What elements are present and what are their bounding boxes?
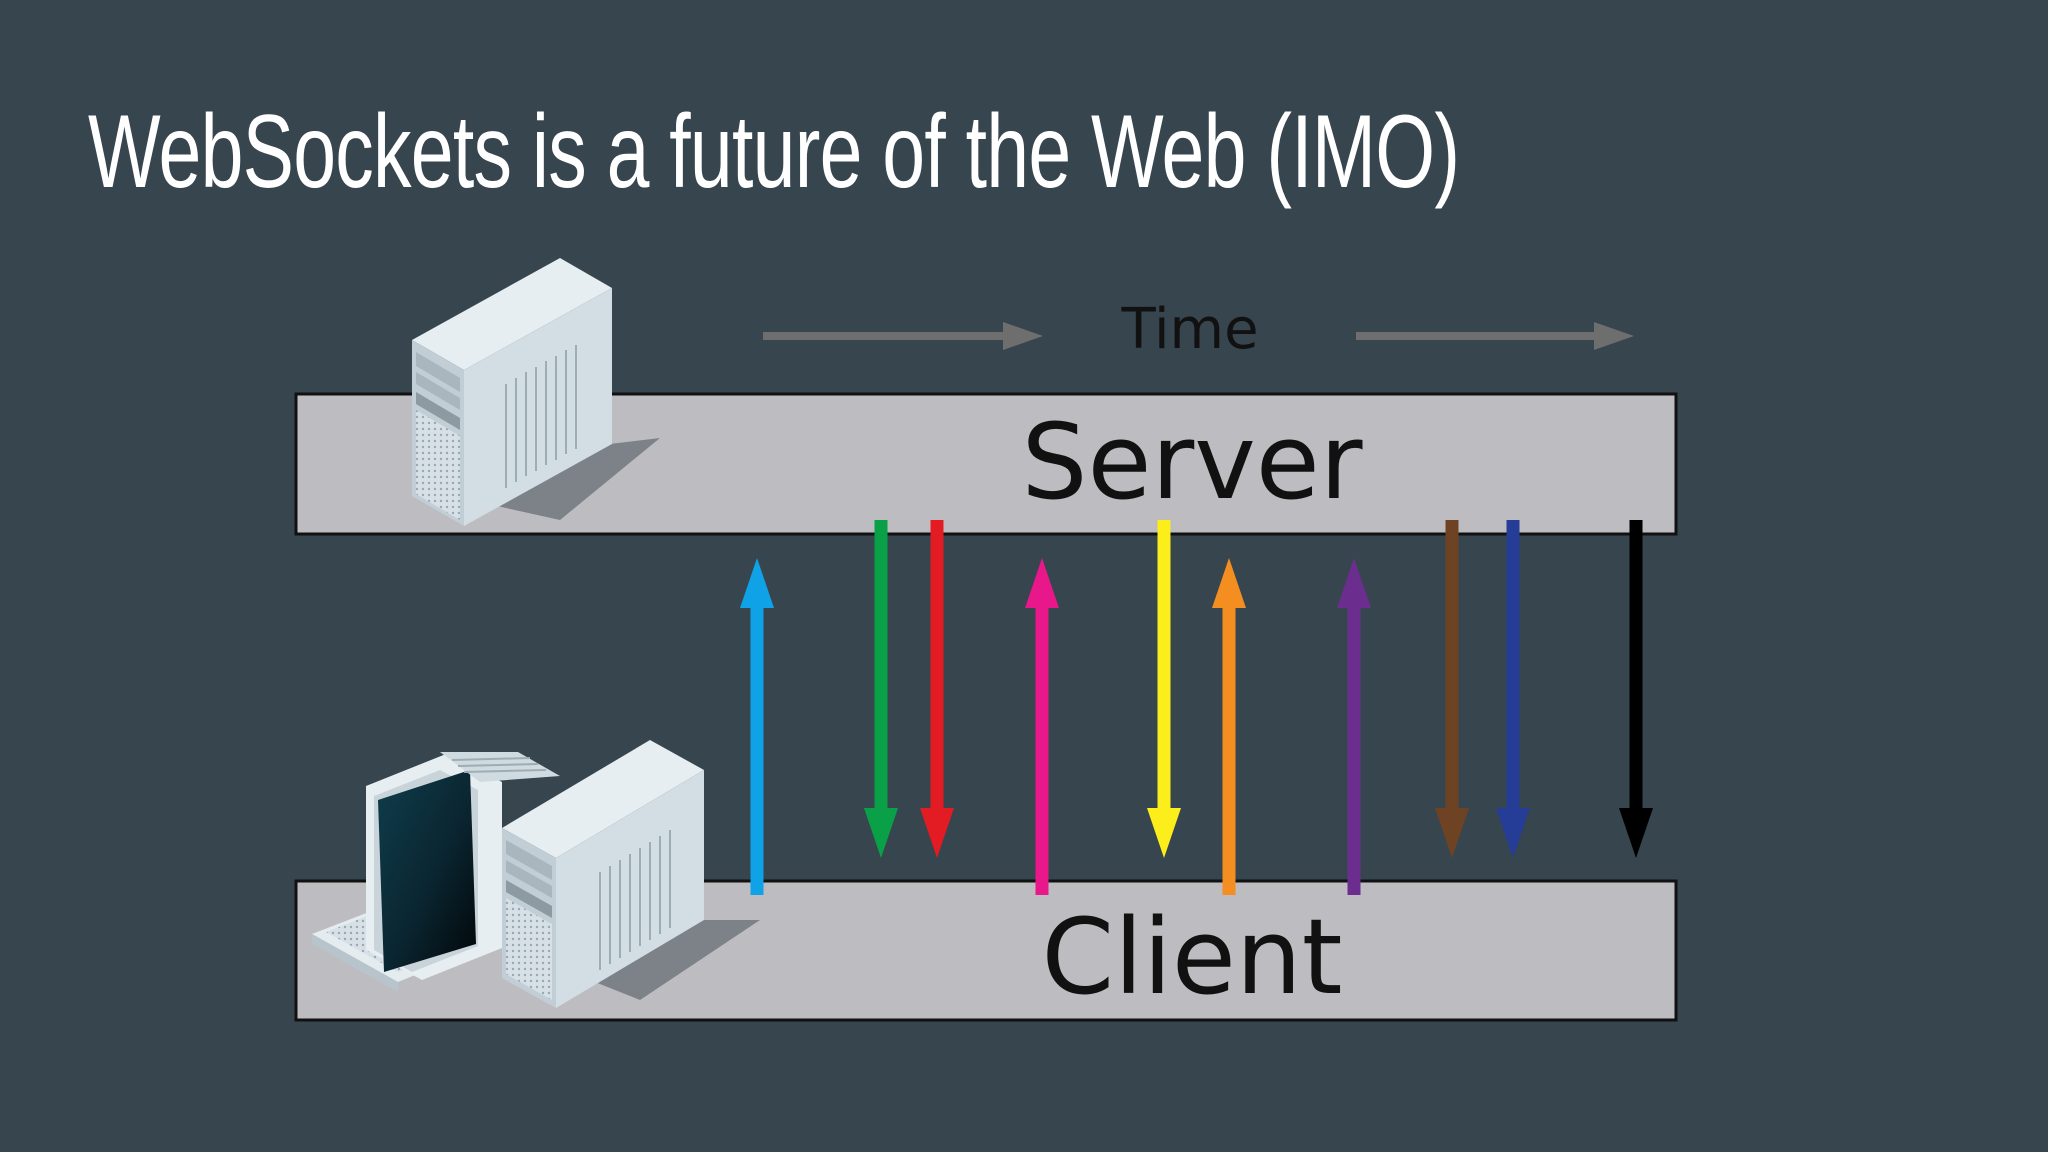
server-label: Server <box>1021 401 1362 523</box>
client-computer-icon <box>312 740 760 1008</box>
server-tower-icon <box>412 258 660 526</box>
message-arrow-down <box>920 520 954 858</box>
time-arrow-right <box>1356 322 1634 350</box>
message-arrow-up <box>1212 558 1246 895</box>
time-label: Time <box>1120 297 1258 362</box>
message-arrow-up <box>740 558 774 895</box>
time-arrow-left <box>763 322 1043 350</box>
slide-title: WebSockets is a future of the Web (IMO) <box>88 94 1460 210</box>
client-label: Client <box>1041 896 1342 1018</box>
message-arrow-down <box>864 520 898 858</box>
message-arrow-down <box>1435 520 1469 858</box>
message-arrow-down <box>1496 520 1530 858</box>
message-arrow-up <box>1025 558 1059 895</box>
message-arrow-down <box>1147 520 1181 858</box>
message-arrow-down <box>1619 520 1653 858</box>
message-arrow-up <box>1337 558 1371 895</box>
message-arrows <box>740 520 1653 895</box>
